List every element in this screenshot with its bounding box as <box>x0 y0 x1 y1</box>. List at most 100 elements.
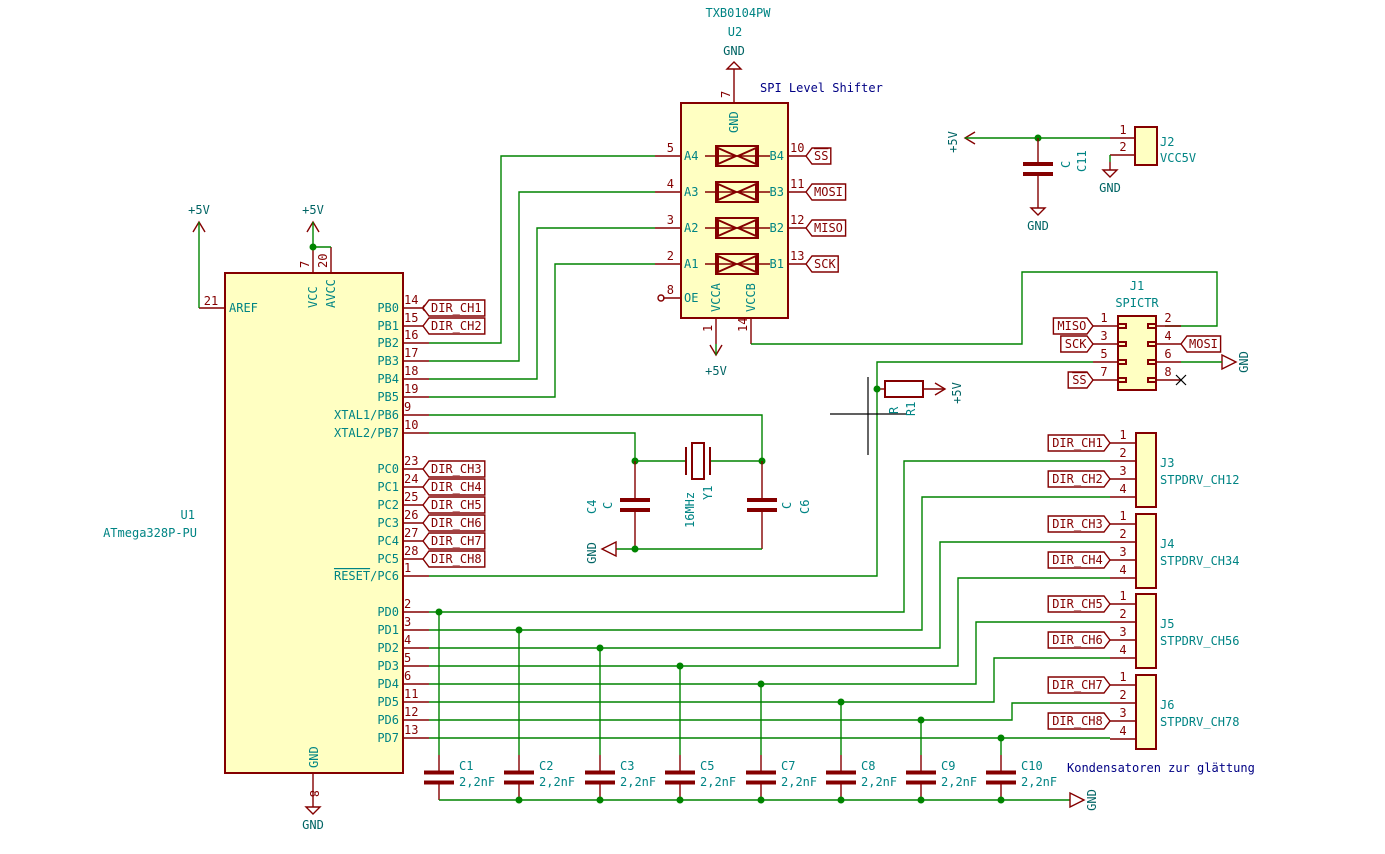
pin-mark <box>1147 341 1157 347</box>
pin-number: 12 <box>404 705 418 719</box>
junction-dot <box>917 716 925 724</box>
label-dir-ch4: DIR_CH4 <box>422 478 486 496</box>
label-dir-ch5: DIR_CH5 <box>422 496 486 514</box>
pin-number: 4 <box>1119 724 1126 738</box>
label-text: DIR_CH4 <box>431 480 482 494</box>
label-text: MISO <box>814 221 843 235</box>
junction-dot <box>596 644 604 652</box>
pin-name: PD4 <box>377 677 399 691</box>
label-box <box>422 478 486 496</box>
pin-name: PD1 <box>377 623 399 637</box>
wire <box>429 361 1093 577</box>
cap-value: 2,2nF <box>700 775 736 789</box>
pin-number: 12 <box>790 213 804 227</box>
plus5v-label: +5V <box>950 382 964 404</box>
label-dir-ch1: DIR_CH1 <box>1047 434 1111 452</box>
r1-value: R <box>887 406 901 414</box>
gnd-label: GND <box>1237 351 1251 373</box>
pin-number: 20 <box>316 254 330 268</box>
label-text: DIR_CH2 <box>1052 472 1103 486</box>
pin-number: 19 <box>404 382 418 396</box>
label-dir-ch7: DIR_CH7 <box>422 532 486 550</box>
u1-value: ATmega328P-PU <box>103 526 197 540</box>
junction-dot <box>515 626 523 634</box>
gnd-bank: GND <box>1069 789 1099 811</box>
gnd-label: GND <box>1085 789 1099 811</box>
pin-number: 11 <box>404 687 418 701</box>
connector-body <box>1135 593 1157 669</box>
label-box <box>1047 631 1111 649</box>
pin-name: VCCB <box>744 283 758 312</box>
pin-name: PC0 <box>377 462 399 476</box>
pin-name: B4 <box>770 149 784 163</box>
label-text: SS <box>1072 373 1086 387</box>
label-box <box>422 514 486 532</box>
c6-value: C <box>780 502 794 509</box>
pin-number: 1 <box>1119 670 1126 684</box>
label-box <box>422 496 486 514</box>
buffer-box <box>715 253 759 275</box>
label-miso: MISO <box>1052 317 1094 335</box>
gnd-crystal: GND <box>585 540 617 564</box>
cap-value: 2,2nF <box>941 775 977 789</box>
pin-number: 4 <box>1119 563 1126 577</box>
u2-ref: U2 <box>728 25 742 39</box>
pin-number: 18 <box>404 364 418 378</box>
buffer-triangle <box>717 146 739 166</box>
label-dir-ch2: DIR_CH2 <box>422 317 486 335</box>
pin-number: 8 <box>1164 365 1171 379</box>
gnd-u1: GND <box>302 799 324 832</box>
wire <box>429 263 655 398</box>
capacitor <box>746 755 776 800</box>
pin-number: 10 <box>790 141 804 155</box>
pin-mark <box>1147 323 1157 329</box>
pin-mark <box>1117 341 1127 347</box>
label-text: DIR_CH2 <box>431 319 482 333</box>
plus5v-label: +5V <box>946 131 960 153</box>
pin-number: 3 <box>1119 545 1126 559</box>
plus5v-label: +5V <box>302 203 324 217</box>
label-ss: SS <box>1067 371 1094 389</box>
label-box <box>1047 595 1111 613</box>
pin-number: 16 <box>404 328 418 342</box>
pin-number: 14 <box>404 293 418 307</box>
label-box <box>422 317 486 335</box>
capacitor <box>585 755 615 800</box>
u2-description: SPI Level Shifter <box>760 81 883 95</box>
connector-ref: J4 <box>1160 537 1174 551</box>
capacitor <box>424 755 454 800</box>
buffer-box <box>715 145 759 167</box>
junction-dot <box>676 662 684 670</box>
label-mosi: MOSI <box>805 183 847 201</box>
u1-ref: U1 <box>181 508 195 522</box>
junction-dot <box>873 385 881 393</box>
oe-circle <box>657 294 665 302</box>
pin-name: VCCA <box>709 282 723 312</box>
capacitor <box>986 755 1016 800</box>
cap-value: 2,2nF <box>781 775 817 789</box>
label-box <box>805 183 847 201</box>
label-box <box>1047 551 1111 569</box>
cap-ref: C5 <box>700 759 714 773</box>
pin-name: PC1 <box>377 480 399 494</box>
cap-ref: C7 <box>781 759 795 773</box>
label-dir-ch6: DIR_CH6 <box>422 514 486 532</box>
label-box <box>422 532 486 550</box>
pin-number: 28 <box>404 544 418 558</box>
pin-mark <box>1147 377 1157 383</box>
c4-capacitor <box>620 461 650 549</box>
c11-capacitor <box>1023 138 1053 200</box>
pin-number: 1 <box>1119 428 1126 442</box>
pin-name: GND <box>727 111 741 133</box>
pin-number: 23 <box>404 454 418 468</box>
gnd-triangle <box>725 61 743 70</box>
junction-dot <box>837 698 845 706</box>
plus5v-j2: +5V <box>946 131 976 153</box>
pin-name: XTAL1/PB6 <box>334 408 399 422</box>
connector-ref: J6 <box>1160 698 1174 712</box>
label-box <box>1047 470 1111 488</box>
